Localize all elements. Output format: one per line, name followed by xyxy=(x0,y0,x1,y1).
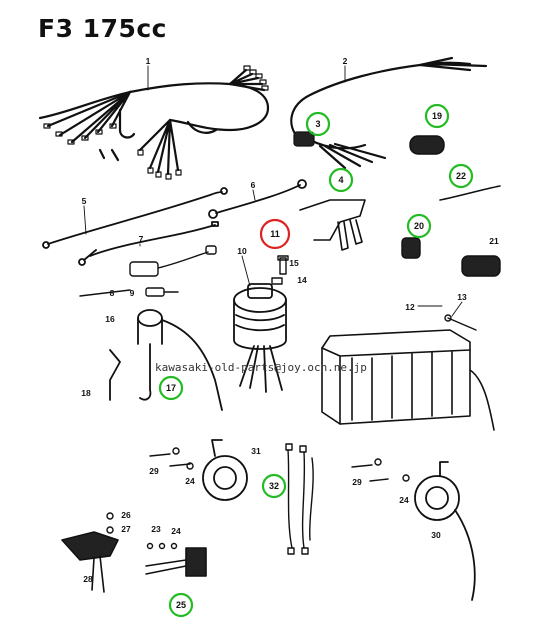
callout-22: 22 xyxy=(456,171,466,181)
generator-10 xyxy=(233,283,287,393)
horn-screws xyxy=(149,447,410,482)
callout-5: 5 xyxy=(82,196,87,206)
horn-30 xyxy=(414,461,476,601)
callout-25: 25 xyxy=(176,600,186,610)
terminal-cover-20 xyxy=(401,237,421,259)
callout-ring-3 xyxy=(305,111,331,137)
cable-5 xyxy=(42,187,228,249)
callout-20: 20 xyxy=(414,221,424,231)
callout-11: 11 xyxy=(270,229,280,239)
watermark: kawasaki-old-parts@joy.ocn.ne.jp xyxy=(155,361,367,374)
callout-24-a: 24 xyxy=(171,526,181,536)
callout-16: 16 xyxy=(105,314,115,324)
callout-ring-22 xyxy=(448,163,474,189)
neutral-switch-28 xyxy=(61,531,119,593)
callout-18: 18 xyxy=(81,388,91,398)
callout-ring-17 xyxy=(158,375,184,401)
callout-27: 27 xyxy=(121,524,131,534)
sub-wiring-harness xyxy=(290,56,488,170)
callout-12: 12 xyxy=(405,302,415,312)
callout-29-b: 29 xyxy=(352,477,362,487)
page-title: F3 175cc xyxy=(38,14,167,43)
callout-30: 30 xyxy=(431,530,441,540)
callout-4: 4 xyxy=(338,175,343,185)
callout-ring-11 xyxy=(259,218,291,250)
callout-9: 9 xyxy=(130,288,135,298)
sensor-25 xyxy=(145,547,207,577)
callout-ring-19 xyxy=(424,103,450,129)
lead-wires-32 xyxy=(285,443,314,555)
key-switch-11 xyxy=(299,199,366,251)
callout-15: 15 xyxy=(289,258,299,268)
condenser-8-9 xyxy=(79,245,217,297)
ignition-coil-16 xyxy=(109,309,223,411)
callout-1: 1 xyxy=(146,56,151,66)
callout-3: 3 xyxy=(315,119,320,129)
terminal-cover-21 xyxy=(461,255,501,277)
screws-23-26-27 xyxy=(106,512,178,550)
rubber-cap-19 xyxy=(409,135,445,155)
grommet-22 xyxy=(439,185,501,201)
leader-lines xyxy=(83,65,463,317)
sub-harness-boot xyxy=(293,131,315,147)
callout-24-b: 24 xyxy=(185,476,195,486)
callout-ring-4 xyxy=(328,167,354,193)
callout-24-c: 24 xyxy=(399,495,409,505)
callout-2: 2 xyxy=(343,56,348,66)
callout-ring-20 xyxy=(406,213,432,239)
callout-29-a: 29 xyxy=(149,466,159,476)
callout-6: 6 xyxy=(251,180,256,190)
callout-17: 17 xyxy=(166,383,176,393)
callout-ring-25 xyxy=(168,592,194,618)
harness-connectors xyxy=(43,65,269,180)
callout-28: 28 xyxy=(83,574,93,584)
callout-26: 26 xyxy=(121,510,131,520)
battery-12 xyxy=(321,329,495,431)
callout-14: 14 xyxy=(297,275,307,285)
callout-31: 31 xyxy=(251,446,261,456)
horn-31 xyxy=(202,439,248,501)
callout-21: 21 xyxy=(489,236,499,246)
callout-32: 32 xyxy=(269,481,279,491)
bolts-14-15 xyxy=(271,255,289,285)
cable-6 xyxy=(208,179,307,219)
callout-19: 19 xyxy=(432,111,442,121)
callout-10: 10 xyxy=(237,246,247,256)
callout-23: 23 xyxy=(151,524,161,534)
callout-ring-32 xyxy=(261,473,287,499)
main-wiring-harness xyxy=(38,68,270,176)
callout-8: 8 xyxy=(110,288,115,298)
callout-13: 13 xyxy=(457,292,467,302)
cable-7 xyxy=(78,221,219,266)
battery-bolt-13 xyxy=(444,314,477,331)
callout-7: 7 xyxy=(139,234,144,244)
